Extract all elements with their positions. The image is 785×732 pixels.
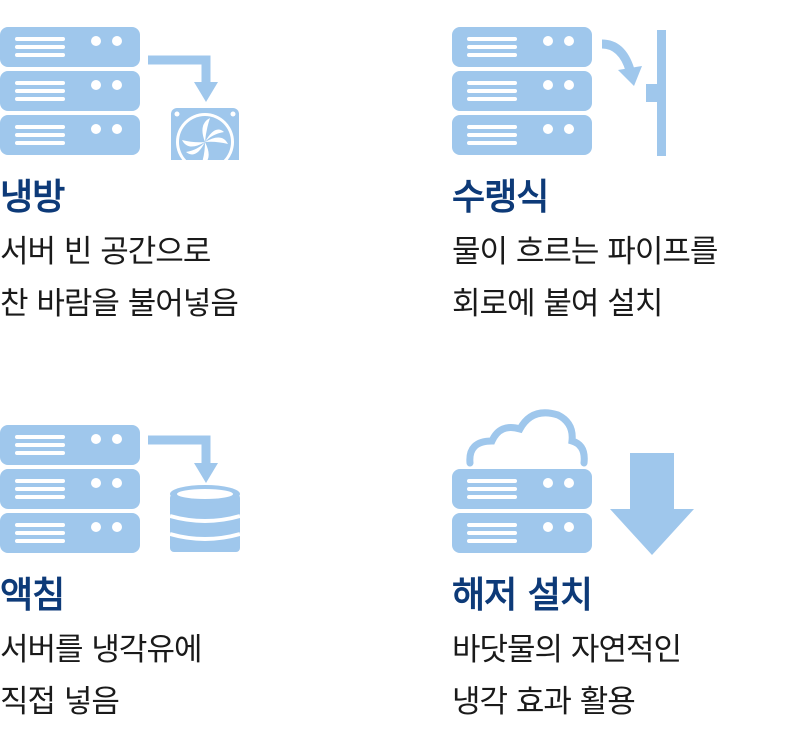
item-description-water-cooling: 물이 흐르는 파이프를 회로에 붙여 설치: [452, 226, 718, 330]
item-description-air-cooling: 서버 빈 공간으로 찬 바람을 불어넣음: [0, 226, 239, 330]
description-line: 냉각 효과 활용: [452, 684, 636, 720]
item-description-immersion-cooling: 서버를 냉각유에 직접 넣음: [0, 624, 202, 728]
description-line: 직접 넣음: [0, 684, 120, 720]
item-title-air-cooling: 냉방: [0, 177, 65, 218]
item-title-water-cooling: 수랭식: [452, 177, 549, 218]
server-water-pipe-icon: [452, 27, 666, 156]
server-to-coolant-icon: [0, 425, 241, 553]
item-title-immersion-cooling: 액침: [0, 575, 65, 616]
description-line: 서버 빈 공간으로: [0, 234, 211, 270]
server-to-fan-icon: [0, 27, 239, 160]
item-description-undersea-installation: 바닷물의 자연적인 냉각 효과 활용: [452, 624, 682, 728]
description-line: 물이 흐르는 파이프를: [452, 234, 718, 270]
description-line: 회로에 붙여 설치: [452, 286, 663, 322]
item-title-undersea-installation: 해저 설치: [452, 575, 593, 616]
server-undersea-icon: [452, 409, 694, 555]
description-line: 바닷물의 자연적인: [452, 632, 682, 668]
description-line: 찬 바람을 불어넣음: [0, 286, 239, 322]
description-line: 서버를 냉각유에: [0, 632, 202, 668]
